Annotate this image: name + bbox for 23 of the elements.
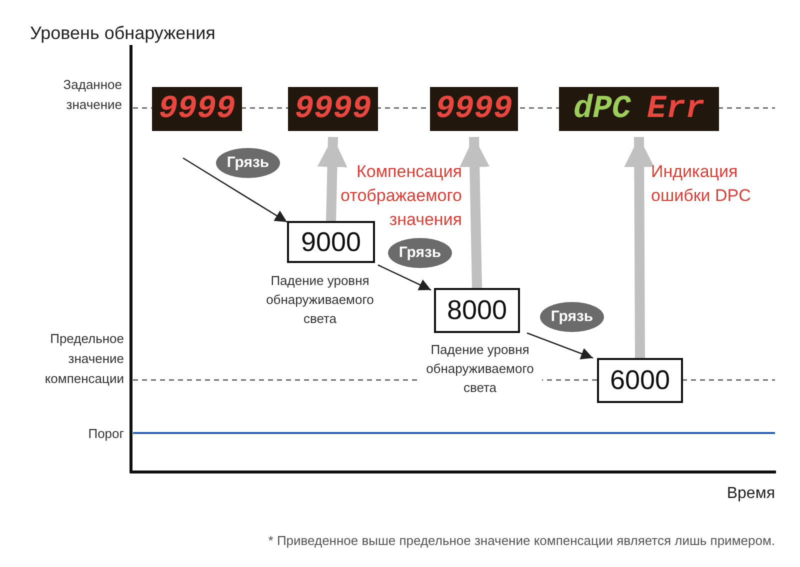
arrow (624, 136, 654, 358)
arrow (317, 136, 348, 222)
arrow (460, 136, 490, 288)
value-box: 8000 (434, 288, 520, 333)
footnote: * Приведенное выше предельное значение компенсации является лишь примером. (268, 532, 775, 550)
led-display: 9999 (152, 87, 242, 131)
led-display: dPC Err (559, 87, 719, 131)
arrow (182, 157, 288, 223)
axis-title: Время (726, 484, 775, 504)
arrow (378, 264, 432, 291)
level-label: Предельное значение компенсации (44, 330, 124, 388)
dirt-oval: Грязь (540, 302, 604, 332)
axis-title: Уровень обнаружения (30, 22, 216, 45)
dirt-oval: Грязь (388, 238, 452, 268)
level-label: Заданное значение (62, 76, 122, 114)
led-display: 9999 (430, 87, 518, 131)
dirt-oval: Грязь (216, 148, 280, 178)
value-box: 6000 (597, 358, 683, 403)
annotation-text: Индикация ошибки DPC (651, 161, 752, 207)
led-display: 9999 (288, 87, 378, 131)
arrow (526, 332, 594, 360)
value-box: 9000 (287, 221, 375, 263)
level-label: Порог (87, 425, 124, 443)
